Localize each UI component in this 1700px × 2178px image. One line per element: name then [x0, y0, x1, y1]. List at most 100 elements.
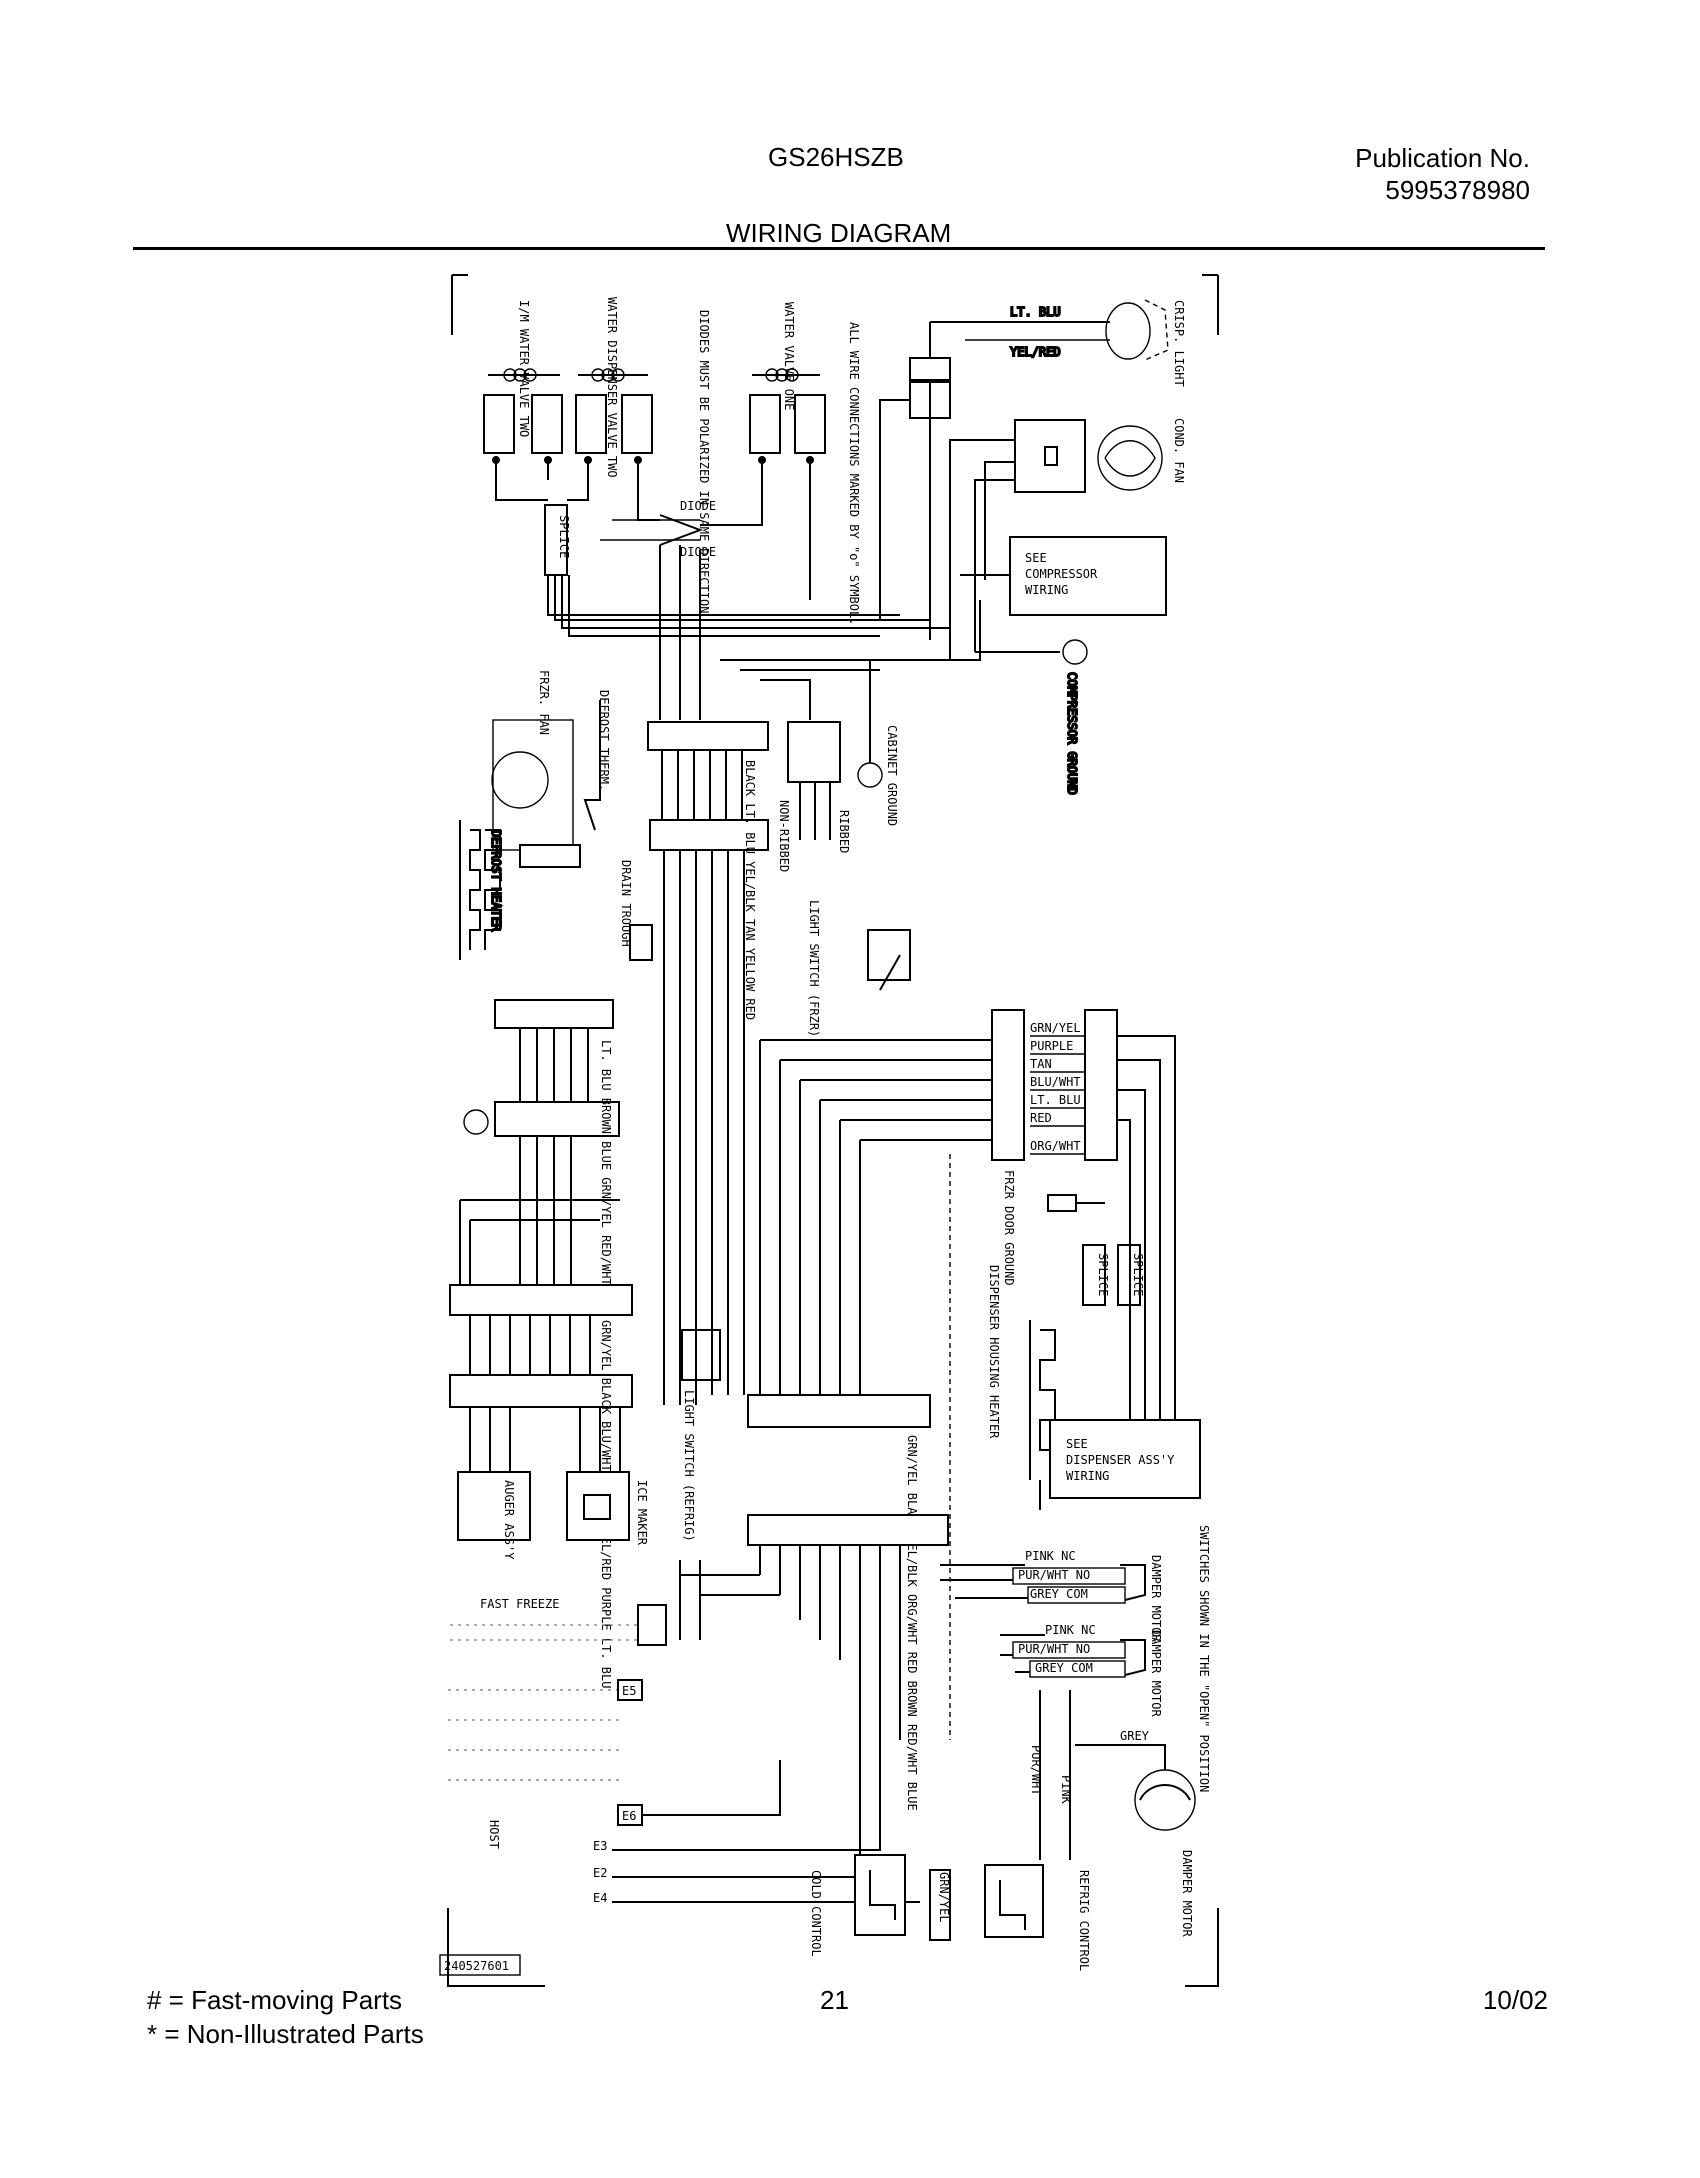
- header-rule: [133, 247, 1545, 250]
- diagram-frame: [447, 274, 1219, 1987]
- damper-motor-a: DAMPER MOTOR: [1149, 1555, 1163, 1642]
- refrig-control: REFRIG CONTROL: [984, 1864, 1091, 1971]
- refrig-control-label: REFRIG CONTROL: [1077, 1870, 1091, 1971]
- control-connector: [679, 1514, 949, 1740]
- auger-assy: AUGER ASS'Y: [457, 1407, 531, 1560]
- compressor-wiring-l1: SEE: [1025, 551, 1047, 565]
- valve-iw: [483, 368, 563, 464]
- cond-fan: [1014, 419, 1163, 493]
- harness4-label: GRN/YEL BLACK YEL/BLK ORG/WHT RED BROWN …: [905, 1435, 919, 1811]
- door-color-4: LT. BLU: [1030, 1093, 1081, 1107]
- part-code-label: 240527601: [444, 1959, 509, 1973]
- pink-nc-1: PINK NC: [1025, 1549, 1076, 1563]
- compressor-ground: COMPRESSOR GROUND: [975, 639, 1088, 796]
- splice2-label: SPLICE: [1096, 1253, 1110, 1296]
- legend-non-illustrated: * = Non-Illustrated Parts: [147, 2019, 424, 2049]
- splice-label: SPLICE: [557, 515, 571, 558]
- harness-3: GRN/YEL BLACK BLU/WHT YELLOW YEL/RED PUR…: [449, 1284, 633, 1688]
- publication-label: Publication No.: [1355, 143, 1530, 173]
- crisp-light: LT. BLU YEL/RED: [909, 299, 1169, 419]
- cabinet-ground-label: CABINET GROUND: [885, 725, 899, 826]
- door-color-0: GRN/YEL: [1030, 1021, 1081, 1035]
- control-board: E5 E6 E3 E2 E4 HOST 240527601: [439, 1679, 920, 1976]
- frzr-door-ground-label: FRZR DOOR GROUND: [1002, 1170, 1016, 1286]
- compressor-ground-label: COMPRESSOR GROUND: [1065, 672, 1079, 795]
- light-switch-frzr-label: LIGHT SWITCH (FRZR): [807, 900, 821, 1037]
- publication-number: 5995378980: [1385, 175, 1530, 205]
- fast-freeze-label: FAST FREEZE: [480, 1597, 559, 1611]
- harness-1: BLACK LT. BLU YEL/BLK TAN YELLOW RED: [647, 721, 769, 1020]
- defrost-heater: DEFROST HEATER: [459, 820, 504, 960]
- diodes-note: DIODES MUST BE POLARIZED IN SAME DIRECTI…: [697, 310, 711, 613]
- non-ribbed-label: NON-RIBBED: [777, 800, 791, 872]
- dispenser-wiring-l3: WIRING: [1066, 1469, 1109, 1483]
- switches-note: SWITCHES SHOWN IN THE "OPEN" POSITION: [1197, 1525, 1211, 1792]
- damper-motor-3: GREY DAMPER MOTOR PUR/WHT PINK: [1029, 1690, 1196, 1937]
- grey-com-2: GREY COM: [1035, 1661, 1093, 1675]
- cabinet-connector: RIBBED NON-RIBBED CABINET GROUND: [777, 663, 899, 872]
- dispenser-heater-label: DISPENSER HOUSING HEATER: [987, 1265, 1001, 1439]
- page-title: WIRING DIAGRAM: [726, 218, 952, 248]
- pur-wht-no-1: PUR/WHT NO: [1018, 1568, 1090, 1582]
- light-switch-frzr: LIGHT SWITCH (FRZR): [807, 900, 911, 1037]
- publication-block: Publication No. 5995378980: [1355, 142, 1530, 206]
- ribbed-label: RIBBED: [837, 810, 851, 853]
- valve-disp-label: WATER DISPENSER VALVE TWO: [605, 297, 619, 478]
- cold-control-label: COLD CONTROL: [809, 1870, 823, 1957]
- pink-nc-2: PINK NC: [1045, 1623, 1096, 1637]
- splice3-label: SPLICE: [1131, 1253, 1145, 1296]
- e2-label: E2: [593, 1866, 607, 1880]
- diode-group: DIODE DIODE SPLICE: [544, 499, 716, 576]
- dispenser-heater: DISPENSER HOUSING HEATER SPLICE SPLICE S…: [987, 1244, 1201, 1499]
- door-color-2: TAN: [1030, 1057, 1052, 1071]
- pur-wht-no-2: PUR/WHT NO: [1018, 1642, 1090, 1656]
- door-color-5: RED: [1030, 1111, 1052, 1125]
- compressor-wiring-l3: WIRING: [1025, 583, 1068, 597]
- mid-bus: [459, 850, 1176, 1510]
- diode2-label: DIODE: [680, 545, 716, 559]
- valve-one-label: WATER VALVE ONE: [782, 302, 796, 410]
- yel-red-label: YEL/RED: [1010, 345, 1061, 359]
- e6-label: E6: [622, 1809, 636, 1823]
- door-color-1: PURPLE: [1030, 1039, 1073, 1053]
- light-switch-refrig-label: LIGHT SWITCH (REFRIG): [682, 1390, 696, 1542]
- model-number: GS26HSZB: [768, 142, 904, 172]
- diode1-label: DIODE: [680, 499, 716, 513]
- valve-one: [749, 368, 826, 464]
- e3-label: E3: [593, 1839, 607, 1853]
- cold-control: COLD CONTROL GRN/YEL: [809, 1854, 951, 1957]
- damper-switch-2: PINK NC PUR/WHT NO GREY COM DAMPER MOTOR: [1000, 1623, 1163, 1717]
- valve-disp: [575, 368, 653, 464]
- e-fragment-label: HOST: [487, 1820, 501, 1849]
- drain-trough: DRAIN TROUGH: [619, 860, 653, 961]
- compressor-wiring-l2: COMPRESSOR: [1025, 567, 1098, 581]
- connections-note: ALL WIRE CONNECTIONS MARKED BY "o" SYMBO…: [847, 322, 861, 625]
- harness2-label: LT. BLU BROWN BLUE GRN/YEL RED/WHT: [599, 1040, 613, 1286]
- page-number: 21: [820, 1985, 849, 2015]
- grey-com-1: GREY COM: [1030, 1587, 1088, 1601]
- defrost-heater-label: DEFROST HEATER: [489, 830, 503, 932]
- door-color-3: BLU/WHT: [1030, 1075, 1081, 1089]
- compressor-wiring-box: SEE COMPRESSOR WIRING: [1009, 536, 1167, 616]
- door-connector: GRN/YEL PURPLE TAN BLU/WHT LT. BLU RED O…: [991, 1009, 1118, 1286]
- ice-maker-label: ICE MAKER: [635, 1480, 649, 1546]
- damper-switch-1: PINK NC PUR/WHT NO GREY COM DAMPER MOTOR: [940, 1549, 1163, 1642]
- door-color-6: ORG/WHT: [1030, 1139, 1081, 1153]
- e4-label: E4: [593, 1891, 607, 1905]
- cond-fan-label: COND. FAN: [1172, 418, 1186, 483]
- frzr-fan-label: FRZR. FAN: [537, 670, 551, 735]
- ice-maker: ICE MAKER: [566, 1407, 649, 1546]
- auger-label: AUGER ASS'Y: [502, 1480, 516, 1560]
- harness-2: LT. BLU BROWN BLUE GRN/YEL RED/WHT: [463, 999, 620, 1286]
- top-bus: [495, 380, 1015, 720]
- top-labels: I/M WATER VALVE TWO WATER DISPENSER VALV…: [517, 297, 1186, 625]
- freezer-fan: FRZR. FAN DEFROST THERM.: [491, 670, 611, 868]
- dispenser-wiring-l1: SEE: [1066, 1437, 1088, 1451]
- date: 10/02: [1482, 1985, 1548, 2015]
- damper-motor-b: DAMPER MOTOR: [1149, 1630, 1163, 1717]
- grey-label: GREY: [1120, 1729, 1150, 1743]
- crisp-light-label: CRISP. LIGHT: [1172, 300, 1186, 387]
- harness1-label: BLACK LT. BLU YEL/BLK TAN YELLOW RED: [743, 760, 757, 1020]
- e5-label: E5: [622, 1684, 636, 1698]
